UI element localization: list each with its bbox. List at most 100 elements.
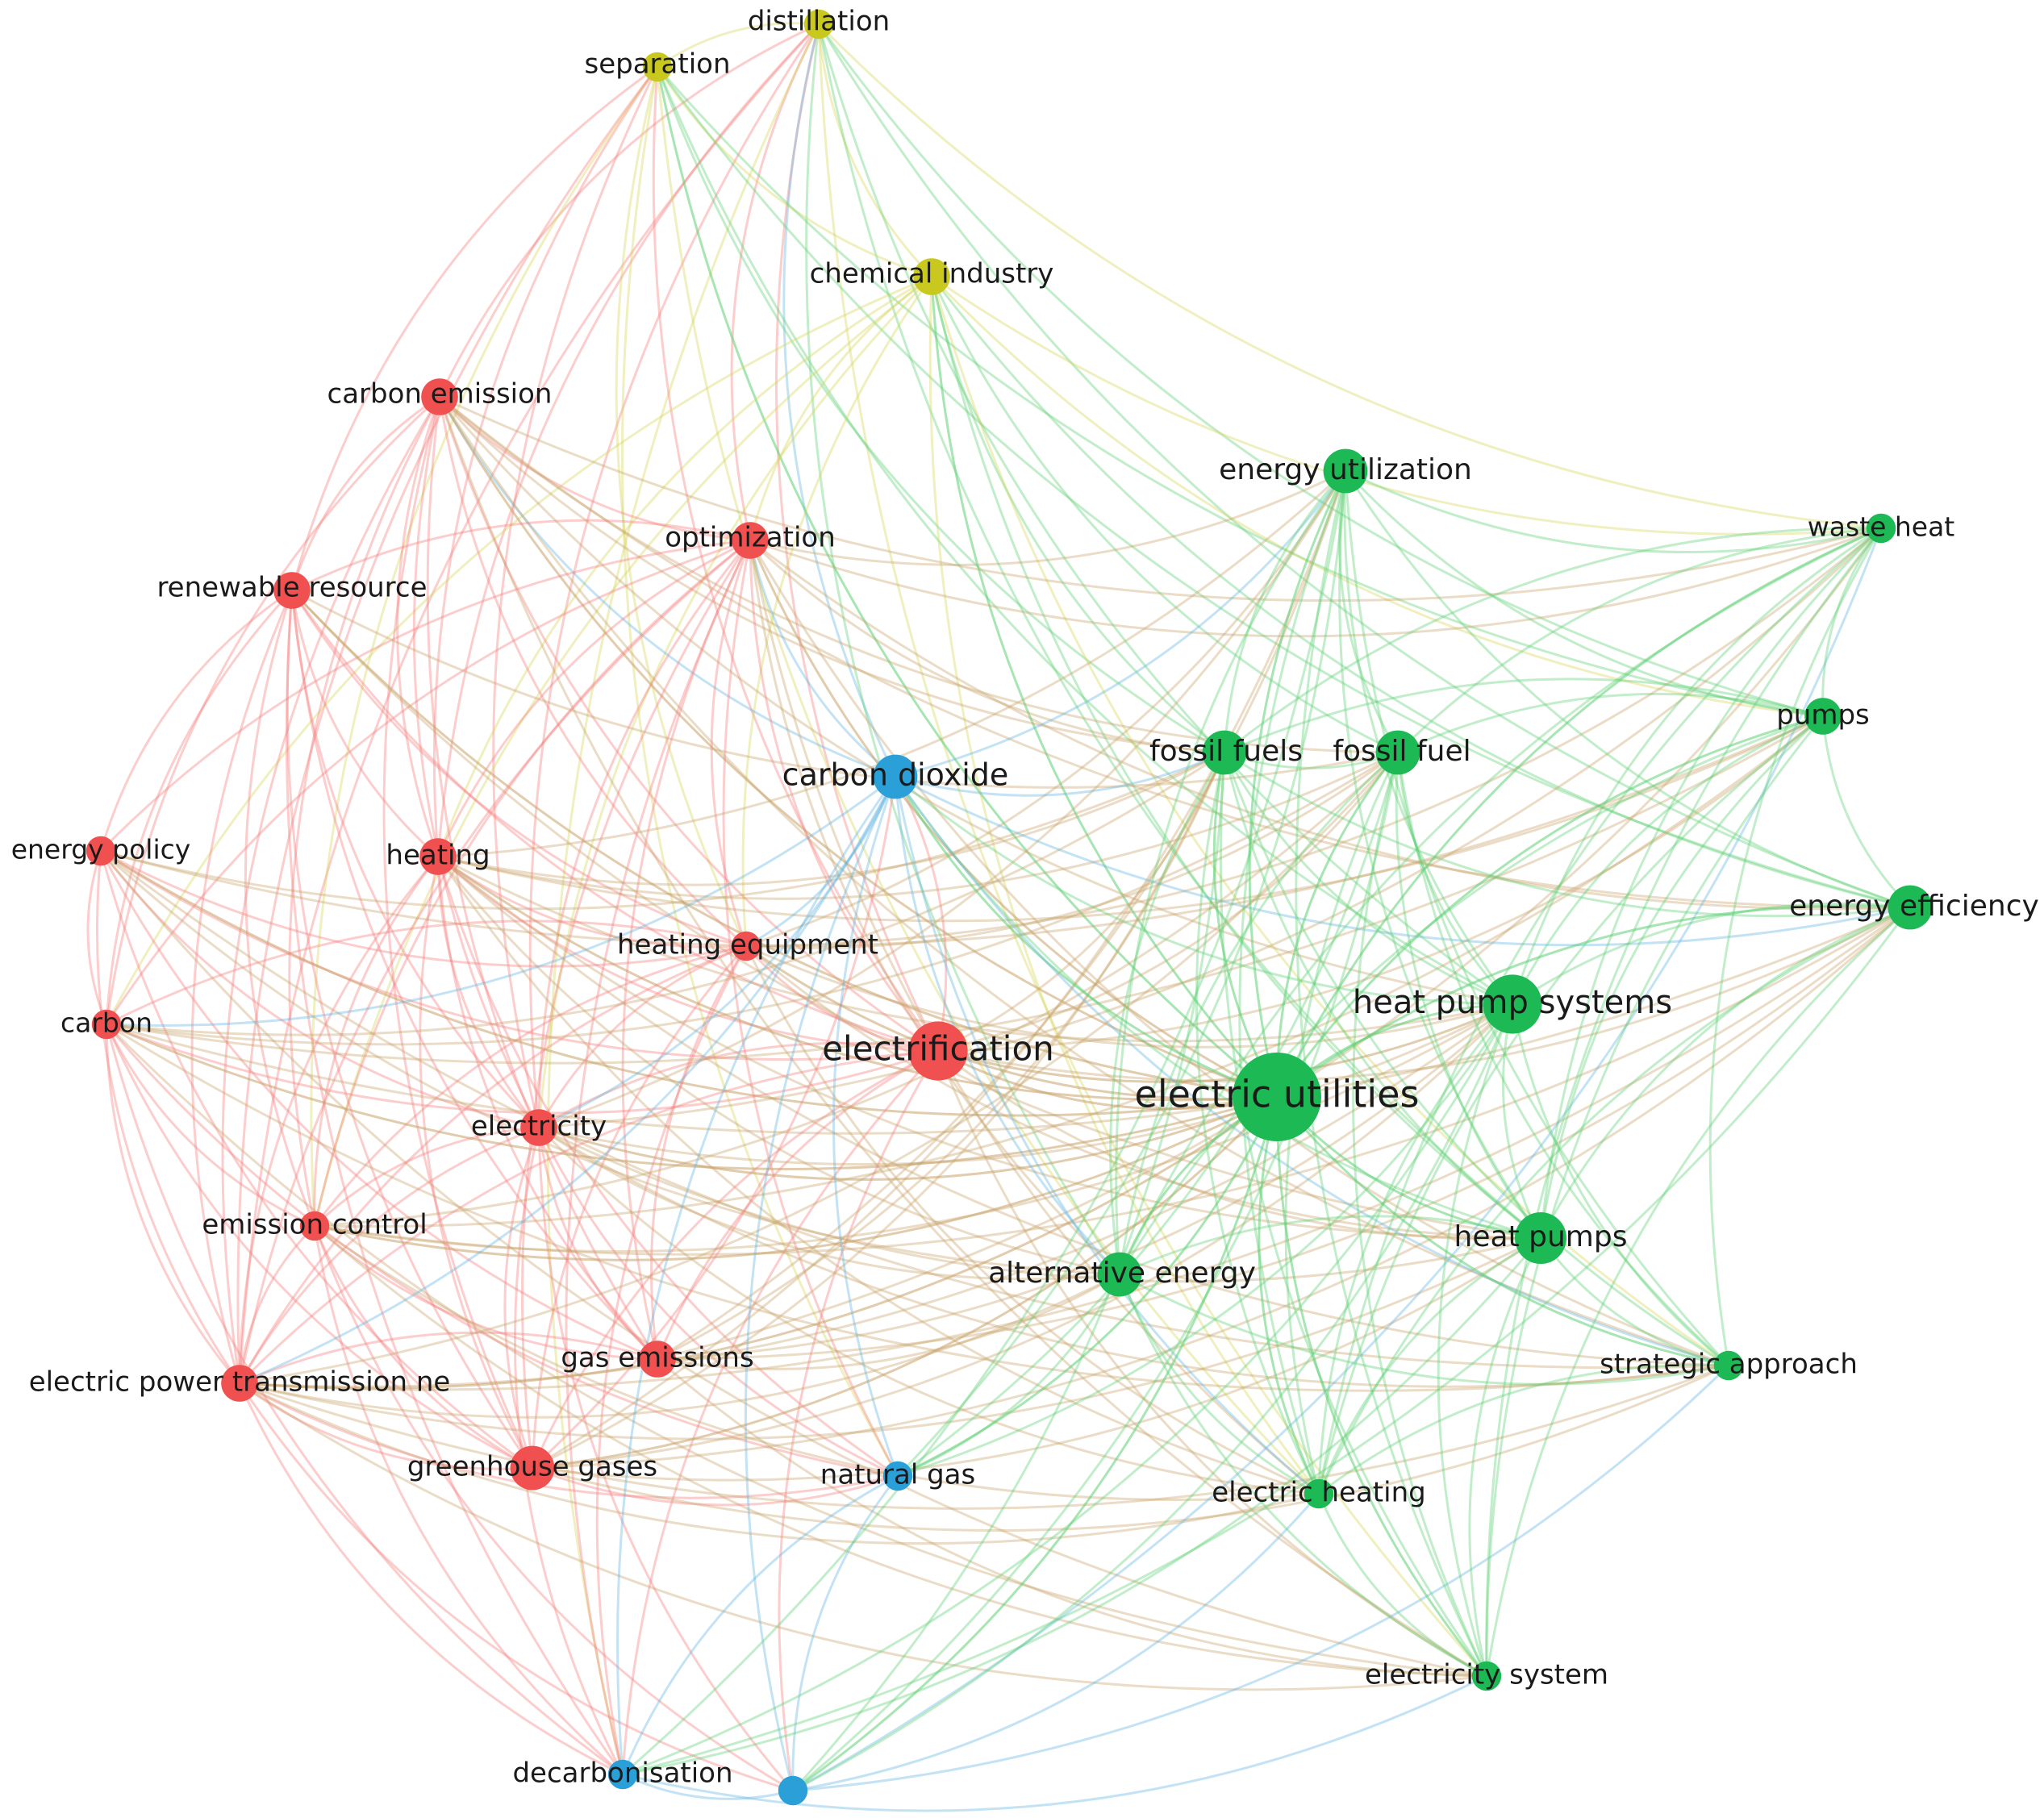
- edge-optimization-energy_policy: [99, 539, 752, 853]
- node-energy-policy[interactable]: [86, 836, 116, 866]
- edge-distillation-electricity_system: [817, 23, 1488, 1678]
- edge-heat_pump_systems-electricity_system: [1437, 1003, 1514, 1678]
- node-label-electric-power-transmission: electric power transmission ne: [29, 1366, 451, 1399]
- edge-chemical_industry-fossil_fuels: [930, 275, 1226, 754]
- node-electrification[interactable]: [908, 1021, 968, 1081]
- node-renewable-resource[interactable]: [273, 572, 311, 609]
- node-unlabeled-blue[interactable]: [778, 1775, 808, 1806]
- edge-heating-heat_pumps: [436, 855, 1542, 1240]
- node-heating[interactable]: [419, 838, 457, 875]
- node-carbon-emission[interactable]: [421, 378, 458, 415]
- edge-carbon_dioxide-decarbonisation: [616, 775, 897, 1776]
- node-heat-pumps[interactable]: [1515, 1212, 1566, 1264]
- node-energy-efficiency[interactable]: [1888, 885, 1933, 930]
- edge-alternative_energy-electricity_system: [1118, 1273, 1488, 1678]
- node-separation[interactable]: [642, 52, 673, 82]
- node-optimization[interactable]: [732, 522, 769, 559]
- node-heating-equipment[interactable]: [731, 931, 761, 961]
- node-chemical-industry[interactable]: [913, 258, 950, 295]
- edge-heating-fossil_fuels: [436, 751, 1226, 886]
- node-label-electric-heating: electric heating: [1212, 1477, 1425, 1509]
- node-energy-utilization[interactable]: [1323, 448, 1368, 494]
- edge-heating_equipment-electric_utilities: [745, 944, 1279, 1101]
- edge-heating_equipment-energy_utilization: [745, 469, 1347, 948]
- node-pumps[interactable]: [1804, 698, 1842, 735]
- edge-electricity-electric_heating: [537, 1126, 1320, 1495]
- edge-renewable_resource-electricity: [290, 589, 540, 1129]
- node-label-electricity: electricity: [471, 1111, 607, 1143]
- node-label-heat-pumps: heat pumps: [1454, 1220, 1628, 1253]
- node-electricity[interactable]: [520, 1109, 557, 1146]
- node-electric-utilities[interactable]: [1233, 1053, 1321, 1141]
- edge-electrification-heat_pump_systems: [936, 1003, 1514, 1083]
- node-decarbonisation[interactable]: [607, 1759, 638, 1790]
- node-label-carbon-dioxide: carbon dioxide: [782, 757, 1009, 793]
- edge-renewable_resource-emission_control: [244, 589, 316, 1228]
- node-electric-power-transmission[interactable]: [221, 1365, 258, 1402]
- edge-waste_heat-electric_heating: [1317, 527, 1883, 1495]
- edge-chemical_industry-heating: [436, 275, 933, 858]
- edge-heating_equipment-carbon_dioxide: [745, 775, 897, 948]
- node-electric-heating[interactable]: [1304, 1478, 1334, 1509]
- edge-gas_emissions-electricity_system: [656, 1357, 1488, 1678]
- edge-electricity-strategic_approach: [537, 1126, 1730, 1388]
- edge-heating_equipment-emission_control: [313, 944, 748, 1228]
- edge-carbon-electric_utilities: [105, 1023, 1279, 1170]
- node-carbon[interactable]: [91, 1009, 122, 1040]
- node-fossil-fuel[interactable]: [1375, 730, 1420, 775]
- edge-heating-fossil_fuel: [436, 751, 1400, 900]
- edge-fossil_fuels-heat_pumps: [1223, 751, 1542, 1240]
- edge-unlabeled_blue-waste_heat: [791, 527, 1883, 1792]
- node-electricity-system[interactable]: [1471, 1661, 1502, 1691]
- edge-heating-alternative_energy: [436, 855, 1121, 1276]
- node-label-waste-heat: waste heat: [1808, 511, 1955, 543]
- node-heat-pump-systems[interactable]: [1483, 974, 1542, 1034]
- edge-greenhouse_gases-energy_utilization: [531, 469, 1347, 1470]
- node-greenhouse-gases[interactable]: [510, 1445, 555, 1491]
- edge-decarbonisation-unlabeled_blue: [621, 1773, 795, 1800]
- edge-fossil_fuel-alternative_energy: [1118, 751, 1400, 1276]
- edge-heating-electric_power_transmission: [238, 855, 440, 1385]
- edge-energy_utilization-waste_heat: [1344, 469, 1883, 553]
- edge-pumps-electric_utilities: [1275, 715, 1825, 1099]
- edge-renewable_resource-greenhouse_gases: [286, 589, 534, 1470]
- edge-waste_heat-heat_pumps: [1539, 527, 1883, 1240]
- edge-chemical_industry-heating_equipment: [741, 275, 933, 948]
- edge-greenhouse_gases-fossil_fuels: [531, 751, 1226, 1470]
- edge-carbon_dioxide-energy_utilization: [894, 469, 1347, 778]
- node-alternative-energy[interactable]: [1097, 1252, 1142, 1297]
- edge-chemical_industry-energy_efficiency: [930, 275, 1912, 909]
- node-fossil-fuels[interactable]: [1202, 730, 1247, 775]
- node-carbon-dioxide[interactable]: [873, 754, 918, 799]
- edge-unlabeled_blue-heat_pump_systems: [791, 1003, 1514, 1792]
- edge-optimization-energy_utilization: [749, 469, 1347, 566]
- edge-separation-renewable_resource: [290, 65, 659, 592]
- node-label-energy-utilization: energy utilization: [1219, 453, 1472, 486]
- edge-gas_emissions-fossil_fuels: [656, 751, 1226, 1361]
- node-emission-control[interactable]: [299, 1211, 330, 1241]
- edge-natural_gas-fossil_fuel: [896, 751, 1400, 1478]
- node-label-strategic-approach: strategic approach: [1600, 1349, 1858, 1381]
- edge-distillation-separation: [656, 22, 820, 69]
- edge-waste_heat-electricity_system: [1485, 527, 1883, 1678]
- node-waste-heat[interactable]: [1866, 513, 1896, 544]
- node-gas-emissions[interactable]: [639, 1341, 676, 1378]
- node-distillation[interactable]: [803, 9, 834, 40]
- edge-greenhouse_gases-heat_pump_systems: [531, 1003, 1514, 1470]
- edge-separation-electric_power_transmission: [236, 65, 659, 1385]
- edge-electric_power_transmission-unlabeled_blue: [238, 1382, 795, 1792]
- edge-optimization-energy_efficiency: [749, 539, 1912, 911]
- node-natural-gas[interactable]: [882, 1461, 913, 1491]
- edge-energy_utilization-fossil_fuels: [1223, 469, 1347, 754]
- edge-distillation-decarbonisation: [546, 23, 820, 1776]
- edge-distillation-chemical_industry: [817, 23, 933, 278]
- edge-heating_equipment-electricity: [537, 944, 748, 1129]
- node-label-greenhouse-gases: greenhouse gases: [407, 1451, 657, 1483]
- edge-separation-electricity: [492, 65, 659, 1129]
- node-strategic-approach[interactable]: [1713, 1350, 1744, 1381]
- edge-carbon_emission-fossil_fuels: [438, 395, 1226, 754]
- edge-energy_utilization-fossil_fuel: [1338, 469, 1400, 754]
- edge-heating_equipment-heat_pumps: [745, 944, 1542, 1240]
- edge-electricity-gas_emissions: [537, 1126, 659, 1361]
